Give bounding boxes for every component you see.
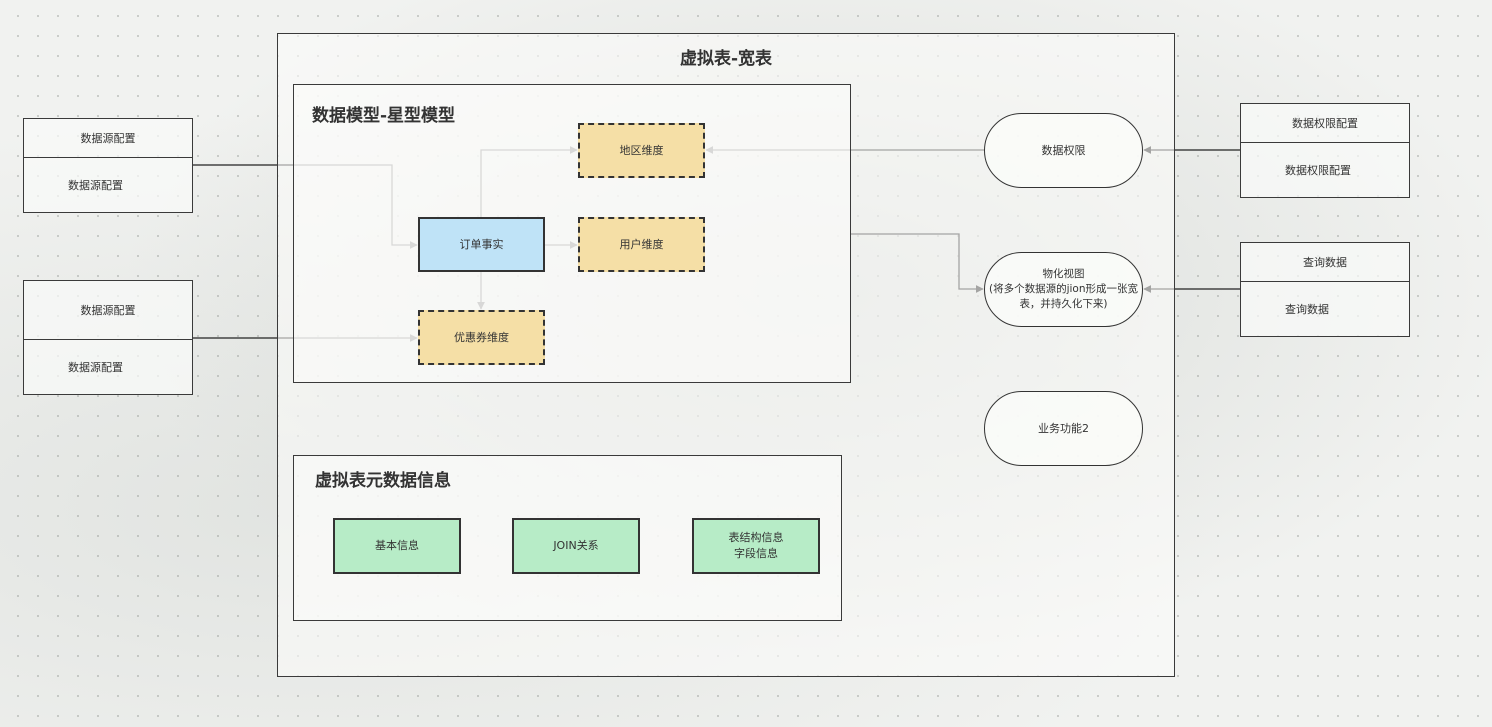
virtual-table-title: 虚拟表-宽表 <box>679 49 773 69</box>
permission-config-box[interactable]: 数据权限配置 数据权限配置 <box>1240 103 1410 198</box>
schema-info-line2: 字段信息 <box>734 547 778 560</box>
schema-info-node[interactable]: 表结构信息 字段信息 <box>692 518 820 574</box>
data-model-container: 数据模型-星型模型 <box>293 84 851 383</box>
region-dimension-node[interactable]: 地区维度 <box>578 123 705 178</box>
materialized-view-node[interactable]: 物化视图 (将多个数据源的jion形成一张宽 表，并持久化下来) <box>984 252 1143 327</box>
query-data-header: 查询数据 <box>1241 243 1409 282</box>
materialized-view-desc-line2: 表，并持久化下来) <box>1019 297 1108 310</box>
data-source-box-1[interactable]: 数据源配置 数据源配置 <box>23 118 193 213</box>
data-permission-node[interactable]: 数据权限 <box>984 113 1143 188</box>
query-data-body: 查询数据 <box>1285 302 1329 316</box>
user-dimension-node[interactable]: 用户维度 <box>578 217 705 272</box>
coupon-dimension-node[interactable]: 优惠券维度 <box>418 310 545 365</box>
data-source-2-body: 数据源配置 <box>68 360 123 374</box>
data-source-2-header: 数据源配置 <box>24 281 192 340</box>
order-fact-node[interactable]: 订单事实 <box>418 217 545 272</box>
materialized-view-desc-line1: (将多个数据源的jion形成一张宽 <box>988 283 1138 296</box>
query-data-box[interactable]: 查询数据 查询数据 <box>1240 242 1410 337</box>
materialized-view-title: 物化视图 <box>1042 268 1085 281</box>
data-source-1-header: 数据源配置 <box>24 119 192 158</box>
metadata-title: 虚拟表元数据信息 <box>315 471 451 491</box>
data-model-title: 数据模型-星型模型 <box>312 106 456 126</box>
data-source-1-body: 数据源配置 <box>68 178 123 192</box>
join-relation-node[interactable]: JOIN关系 <box>512 518 640 574</box>
schema-info-line1: 表结构信息 <box>728 531 784 545</box>
basic-info-node[interactable]: 基本信息 <box>333 518 461 574</box>
permission-config-body: 数据权限配置 <box>1285 163 1351 177</box>
business-feature-2-node[interactable]: 业务功能2 <box>984 391 1143 466</box>
permission-config-header: 数据权限配置 <box>1241 104 1409 143</box>
data-source-box-2[interactable]: 数据源配置 数据源配置 <box>23 280 193 395</box>
